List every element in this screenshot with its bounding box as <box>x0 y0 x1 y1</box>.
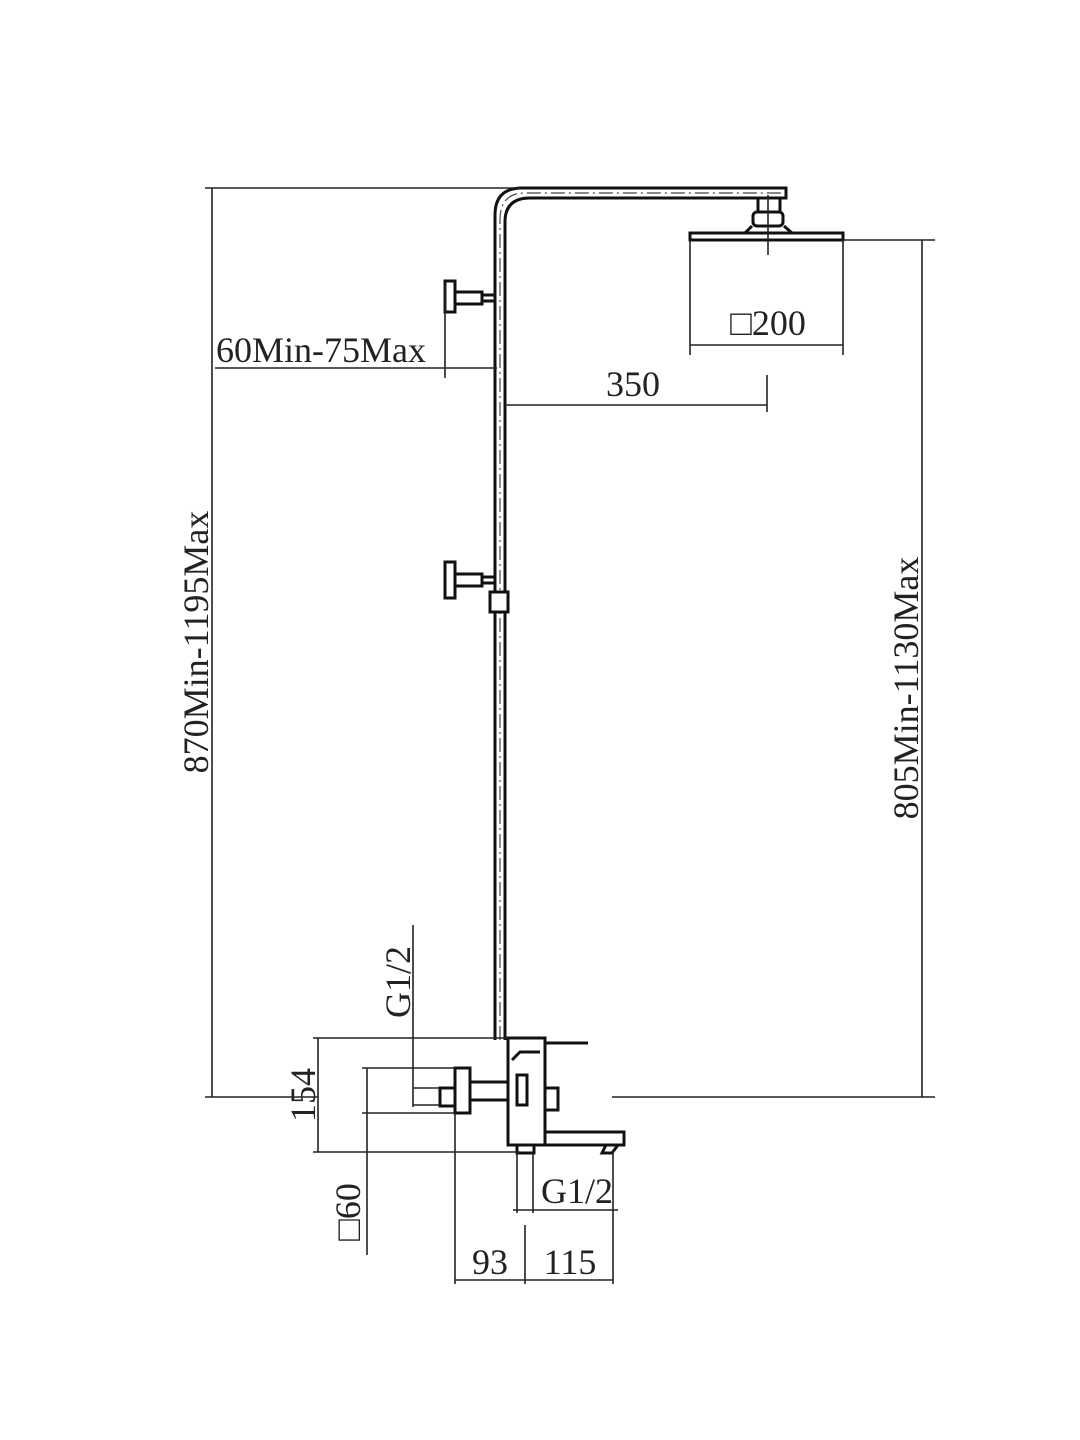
shower-head <box>688 195 845 255</box>
dim-escutcheon-label: □60 <box>328 1183 368 1241</box>
dim-inlet-thread-label: G1/2 <box>378 946 418 1018</box>
dim-head-height-label: 805Min-1130Max <box>886 557 926 820</box>
dim-head-size: □200 <box>689 240 844 355</box>
dim-total-height-label: 870Min-1195Max <box>176 511 216 774</box>
wall-bracket-bottom <box>443 560 510 614</box>
dim-mixer-height-label: 154 <box>283 1068 323 1122</box>
bath-mixer <box>438 1036 626 1155</box>
riser-pipe <box>493 186 788 1040</box>
dim-escutcheon: □60 <box>328 1067 455 1255</box>
dim-inlet-thread: G1/2 <box>378 925 440 1107</box>
dim-outlet-thread-label: G1/2 <box>541 1171 613 1211</box>
dim-spout-length-label: 115 <box>544 1242 597 1282</box>
wall-bracket-top <box>443 279 497 314</box>
dim-arm-length-label: 350 <box>606 364 660 404</box>
dim-arm-length: 350 <box>505 364 768 412</box>
dim-head-height: 805Min-1130Max <box>612 239 935 1098</box>
dim-mixer-depth-label: 93 <box>472 1242 508 1282</box>
dim-head-size-label: □200 <box>730 303 806 343</box>
dim-outlet-thread: G1/2 <box>513 1153 618 1213</box>
dim-total-height: 870Min-1195Max <box>176 187 520 1098</box>
dim-wall-offset: 60Min-75Max <box>215 285 497 378</box>
dim-depth: 93 115 <box>454 1113 614 1284</box>
dim-wall-offset-label: 60Min-75Max <box>216 330 426 370</box>
dim-mixer-height: 154 <box>283 1037 520 1153</box>
